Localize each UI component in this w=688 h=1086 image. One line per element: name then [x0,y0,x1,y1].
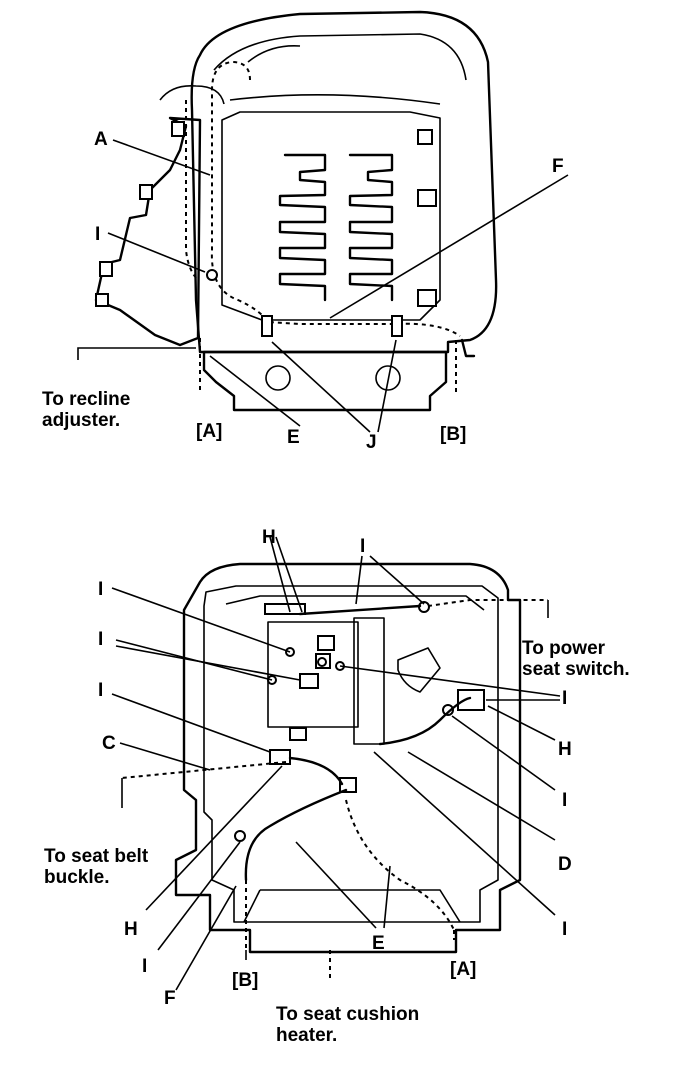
lumbar-ladder-right [348,153,394,302]
callout-i-left3: I [98,680,103,701]
callout-bracket-b: [B] [440,424,466,445]
note-heater-line2: heater. [276,1025,337,1046]
note-heater-line1: To seat cushion [276,1004,419,1025]
clip-i-top [206,269,218,281]
connector-h-right [457,689,485,711]
cushion-frame [174,562,522,954]
callout-j: J [366,432,377,453]
callout-i-top: I [360,536,365,557]
seat-cushion-view: H I I I I C I H I D I H I F E [B] [A] To… [44,527,630,1046]
callout-f: F [552,156,564,177]
seat-back-view: A I F E J [A] [B] To recline adjuster. [42,10,569,453]
callout-a: A [94,129,108,150]
note-power-line2: seat switch. [522,659,630,680]
connector-h-left [269,749,291,765]
callout-i-right3: I [562,919,567,940]
note-power-line1: To power [522,638,606,659]
note-recline-line2: adjuster. [42,410,120,431]
seat-back-base [202,350,448,412]
seat-back-frame [221,111,441,321]
callout-e: E [287,427,300,448]
callout-d: D [558,854,572,875]
seat-back-harness [210,60,461,337]
callout-i-bottom: I [142,956,147,977]
callout-i: I [95,224,100,245]
note-recline-line1: To recline [42,389,130,410]
callout-c: C [102,733,116,754]
callout-e: E [372,933,385,954]
callout-h-right: H [558,739,572,760]
callout-i-left2: I [98,629,103,650]
seat-back-shell [190,10,498,354]
note-belt-line2: buckle. [44,867,109,888]
callout-bracket-a: [A] [450,959,476,980]
callout-i-left1: I [98,579,103,600]
callout-h-top: H [262,527,276,548]
callout-bracket-a: [A] [196,421,222,442]
note-belt-line1: To seat belt [44,846,149,867]
callout-i-right: I [562,688,567,709]
cushion-harness-main [378,696,472,746]
callout-f: F [164,988,176,1009]
connector-j-right [391,315,403,337]
callout-i-right2: I [562,790,567,811]
connector-j-left [261,315,273,337]
callout-h-bottom: H [124,919,138,940]
lumbar-ladder-left [278,153,327,302]
callout-bracket-b: [B] [232,970,258,991]
